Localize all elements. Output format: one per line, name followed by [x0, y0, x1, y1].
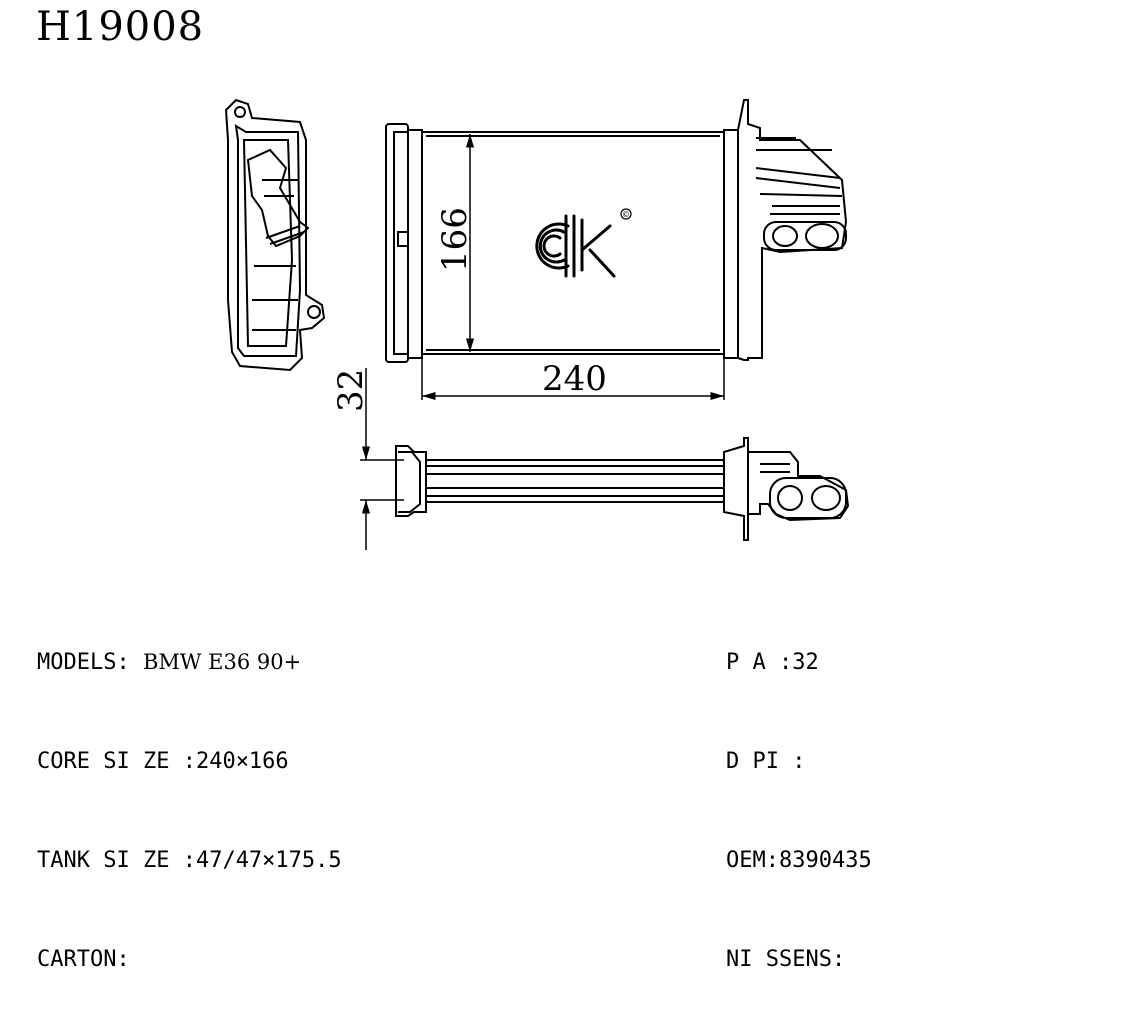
spec-oem-value: 8390435 — [778, 848, 872, 873]
spec-dpi-label: D PI : — [726, 749, 806, 774]
spec-tank-size-label: TANK SI ZE : — [37, 848, 196, 873]
spec-tank-size: TANK SI ZE :47/47×175.5 — [37, 844, 342, 877]
spec-nissens-label: NI SSENS: — [726, 947, 846, 972]
logo-registered-mark: © — [622, 210, 630, 219]
heater-core-drawing: © 166 240 32 — [224, 98, 850, 550]
width-dimension — [421, 356, 725, 401]
spec-models-value: BMW E36 90+ — [142, 650, 302, 674]
spec-pa-label: P A : — [726, 650, 793, 675]
spec-core-size-label: CORE SI ZE : — [37, 749, 196, 774]
spec-carton: CARTON: — [37, 943, 342, 976]
width-dimension-label: 240 — [542, 359, 607, 399]
spec-models-label: MODELS: — [37, 650, 130, 675]
spec-dpi: D PI : — [726, 745, 872, 778]
side-view — [224, 98, 326, 372]
ck-logo — [535, 208, 632, 278]
height-dimension-label: 166 — [435, 207, 475, 272]
thickness-dimension-label: 32 — [331, 369, 371, 412]
spec-pa: P A :32 — [726, 646, 872, 679]
spec-oem: OEM:8390435 — [726, 844, 872, 877]
spec-carton-label: CARTON: — [37, 947, 130, 972]
front-view — [385, 99, 848, 363]
specs-right: P A :32 D PI : OEM:8390435 NI SSENS: — [726, 580, 872, 1009]
spec-core-size: CORE SI ZE :240×166 — [37, 745, 342, 778]
part-number-title: H19008 — [36, 4, 205, 50]
spec-core-size-value: 240×166 — [195, 749, 289, 774]
spec-models: MODELS: BMW E36 90+ — [37, 646, 342, 679]
specs-left: MODELS: BMW E36 90+ CORE SI ZE :240×166 … — [37, 580, 342, 1009]
spec-tank-size-value: 47/47×175.5 — [195, 848, 342, 873]
spec-nissens: NI SSENS: — [726, 943, 872, 976]
top-view — [395, 437, 850, 541]
spec-pa-value: 32 — [792, 650, 819, 675]
spec-oem-label: OEM: — [726, 848, 779, 873]
